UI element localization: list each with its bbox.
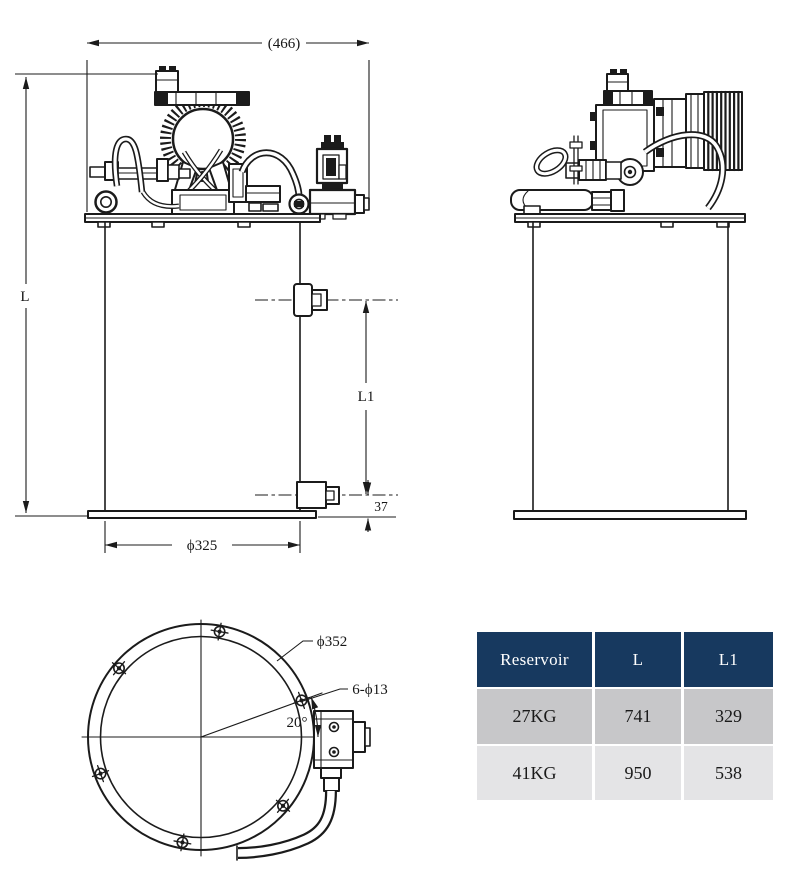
dim-bottom-port-offset: 37 [318,480,396,532]
solenoid-valve [315,135,349,190]
dim-overall-height: L [15,73,158,517]
level-rod [569,135,583,185]
pressure-hose [238,149,303,198]
centerlines [81,619,323,857]
pump-clamp-ring [160,96,246,182]
terminal-box-side [606,69,629,93]
top-view: 20° ϕ352 6-ϕ13 [81,619,388,861]
side-view [510,69,747,520]
terminal-box [155,66,179,93]
table-cell-row1-reservoir: 27KG [477,689,592,744]
mounting-plate-side [514,213,746,228]
table-cell-row2-l1: 538 [684,746,773,800]
upper-port [255,283,398,317]
table-header-l: L [595,632,681,687]
dim-label-port-angle: 20° [287,715,308,731]
suction-hose-side [510,189,625,215]
dim-label-bolt-holes: 6-ϕ13 [352,682,387,698]
port-block-top [313,710,371,769]
eye-bolt-right [288,193,310,215]
dim-port-spacing: L1 [358,301,375,494]
mounting-plate-front [84,213,321,228]
dim-label-overall-width: (466) [268,36,301,52]
motor-coupling [653,98,687,168]
reservoir-tank-front [87,221,317,519]
dim-label-flange-diameter: ϕ352 [317,634,347,650]
pump-assembly-front [89,66,370,220]
dim-label-overall-height: L [20,289,29,305]
hose-loop [111,135,180,209]
dim-tank-diameter: ϕ325 [104,521,301,554]
dim-label-bottom-port-offset: 37 [374,499,388,514]
table-cell-row1-l: 741 [595,689,681,744]
pump-base-block [171,189,235,215]
table-cell-row2-reservoir: 41KG [477,746,592,800]
eye-bolt-left [94,190,118,214]
motor-finned-housing [685,90,743,172]
dim-overall-width: (466) [86,36,370,212]
pump-top-bar-side [603,90,653,107]
dim-label-tank-diameter: ϕ325 [187,538,217,554]
valve-manifold [308,188,370,220]
reservoir-spec-table: Reservoir L L1 27KG 741 329 41KG 950 538 [477,632,773,800]
dim-label-port-spacing: L1 [358,389,375,405]
pump-outlet-block [228,163,281,212]
lifting-shackle [533,147,622,181]
pump-bore-circle [171,107,235,171]
return-hose-side [642,131,727,211]
reservoir-tank-side [513,221,747,520]
leader-bolt-holes: 6-ϕ13 [302,682,388,702]
front-view: (466) L L1 37 ϕ325 [15,36,398,554]
lower-port [255,481,398,509]
drain-hose-top [236,767,342,861]
table-cell-row1-l1: 329 [684,689,773,744]
pump-top-bar [154,91,250,106]
pump-assembly-side [510,69,743,215]
table-header-l1: L1 [684,632,773,687]
table-header-reservoir: Reservoir [477,632,592,687]
leader-flange-diameter: ϕ352 [276,634,347,662]
table-cell-row2-l: 950 [595,746,681,800]
